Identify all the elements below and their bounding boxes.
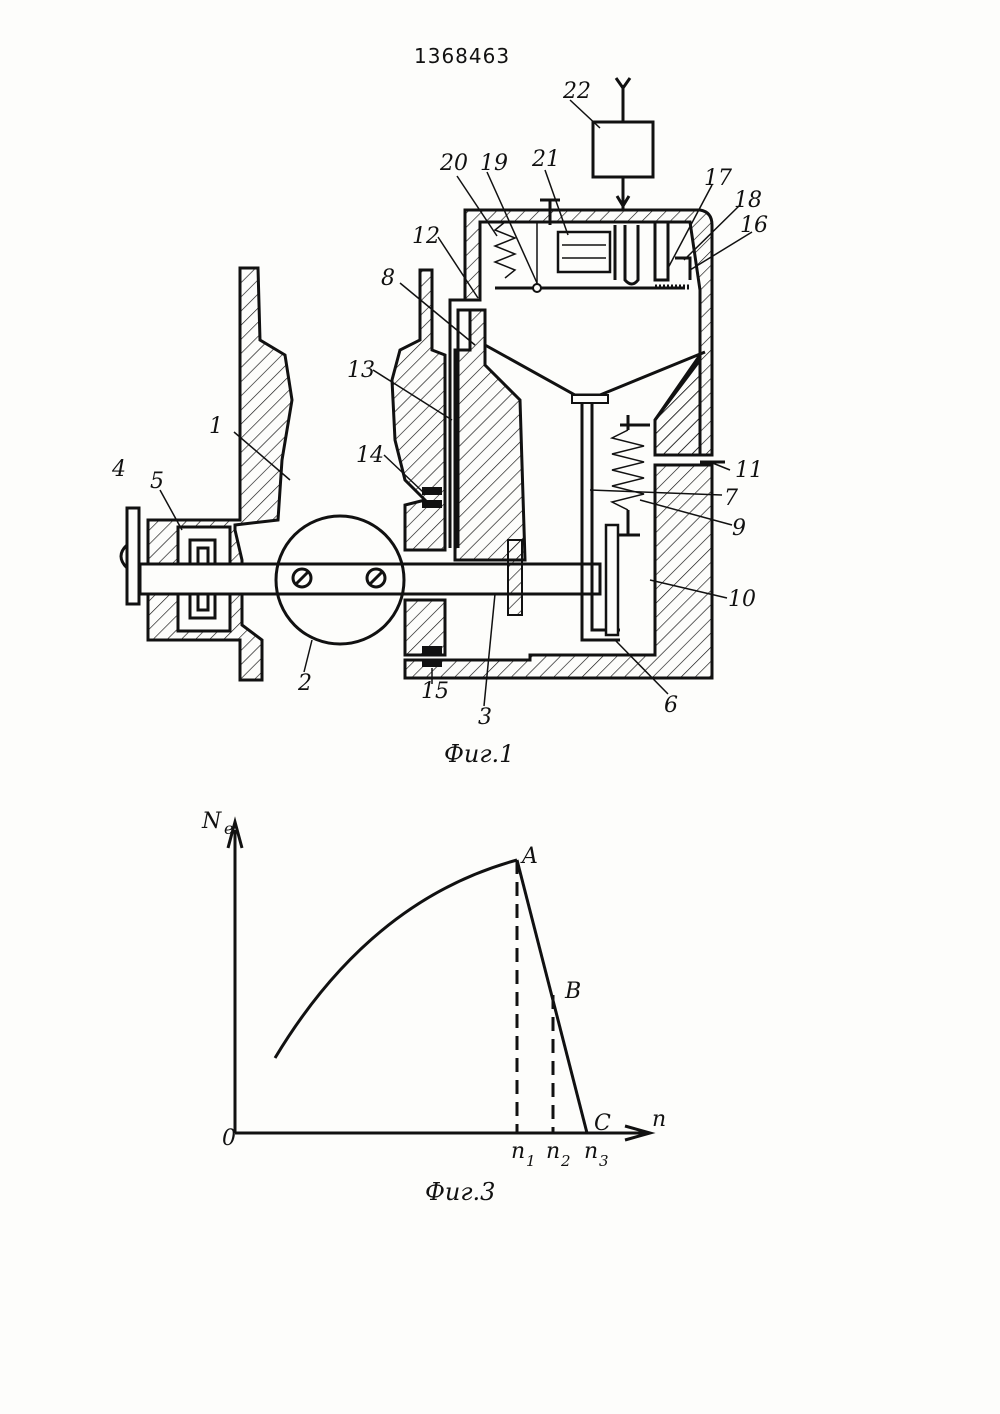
core-21 [613, 225, 640, 286]
y-axis-arrow [226, 816, 244, 849]
tick-n1-sub: 1 [526, 1152, 536, 1170]
lever-6 [604, 523, 620, 637]
screw-left [291, 567, 313, 589]
label-5: 5 [150, 469, 164, 494]
body-bottom-flange [403, 463, 714, 680]
label-14: 14 [356, 443, 384, 468]
tick-n2: n [546, 1139, 560, 1164]
origin-label: 0 [222, 1126, 236, 1151]
label-11: 11 [735, 458, 763, 483]
shaft-3 [138, 562, 602, 596]
inner-cone-block [453, 308, 527, 562]
seal-15a [422, 646, 442, 654]
label-7: 7 [724, 486, 738, 511]
spring-20 [492, 221, 518, 279]
antenna-symbol [614, 77, 632, 91]
power-curve [273, 858, 518, 1059]
contact-18 [675, 256, 692, 280]
label-19: 19 [480, 151, 508, 176]
label-20: 20 [439, 151, 468, 176]
seal-15b [422, 659, 442, 667]
body-lower-middle [403, 598, 447, 657]
label-10: 10 [728, 587, 756, 612]
rod-7 [580, 403, 620, 642]
pulley-hub [119, 543, 129, 570]
label-21: 21 [531, 147, 560, 172]
label-13: 13 [347, 358, 375, 383]
label-12: 12 [412, 224, 440, 249]
label-3: 3 [478, 705, 492, 730]
label-9: 9 [732, 516, 746, 541]
diaphragm-8 [484, 343, 706, 397]
patent-number: 1368463 [414, 44, 510, 68]
leader-lines [159, 99, 753, 707]
upper-right-wedge [653, 350, 702, 457]
figure-3: N e n 0 A B C n 1 n 2 n 3 Фиг.3 [201, 809, 666, 1206]
screw-right [365, 567, 387, 589]
signal-arrow [615, 195, 631, 209]
label-18: 18 [734, 188, 762, 213]
point-a-label: A [520, 844, 538, 869]
label-1: 1 [209, 414, 223, 439]
label-17: 17 [704, 166, 732, 191]
x-axis-arrow [624, 1124, 656, 1142]
tick-n3-sub: 3 [599, 1152, 609, 1170]
y-axis-label: N [201, 809, 222, 834]
pulley-4 [125, 506, 141, 606]
label-6: 6 [664, 693, 678, 718]
control-block-22 [591, 120, 655, 179]
seal-14a [422, 487, 442, 495]
body-middle-wall [390, 268, 447, 552]
figure-1-caption: Фиг.1 [444, 740, 514, 768]
label-16: 16 [740, 213, 768, 238]
label-22: 22 [562, 79, 591, 104]
x-axis-label: n [652, 1107, 666, 1132]
gland-seal [507, 539, 523, 616]
point-c-label: C [594, 1111, 611, 1136]
throttle-disc-2 [274, 514, 406, 646]
y-axis-subscript: e [224, 819, 233, 838]
label-4: 4 [111, 457, 126, 482]
figure-3-caption: Фиг.3 [425, 1178, 495, 1206]
spring-9 [609, 429, 645, 511]
point-b-label: B [564, 979, 581, 1004]
figure-1: 1 2 3 4 5 6 7 8 9 10 11 12 13 14 15 16 1… [111, 77, 768, 768]
tick-n1: n [511, 1139, 525, 1164]
label-8: 8 [381, 266, 395, 291]
seal-14b [422, 500, 442, 508]
diaphragm-plate [571, 394, 609, 404]
tick-n3: n [584, 1139, 598, 1164]
electromagnet-21 [556, 230, 612, 274]
label-15: 15 [421, 679, 449, 704]
contact-17 [653, 222, 670, 282]
label-2: 2 [297, 671, 312, 696]
tick-n2-sub: 2 [560, 1152, 571, 1170]
